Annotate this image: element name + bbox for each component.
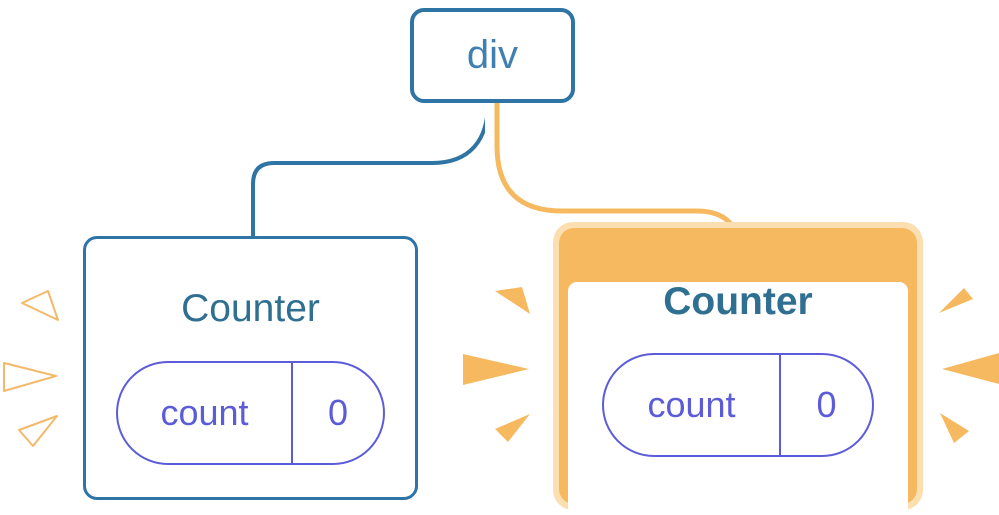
root-node-label: div: [466, 33, 519, 77]
state-pill: count 0: [116, 361, 385, 465]
spark-icon: [18, 415, 58, 447]
card-title: Counter: [181, 287, 320, 330]
highlight-ring: Counter count 0: [559, 228, 917, 515]
spark-icon: [463, 354, 529, 385]
state-value: 0: [816, 384, 837, 425]
counter-card-left: Counter count 0: [83, 236, 418, 500]
state-pill: count 0: [602, 353, 874, 457]
spark-burst-orange-right-icon: [939, 288, 999, 443]
spark-burst-orange-left-icon: [463, 287, 530, 442]
spark-icon: [21, 290, 59, 321]
spark-icon: [939, 288, 973, 313]
counter-card-right-highlight: Counter count 0: [553, 222, 923, 515]
spark-burst-white-icon: [3, 290, 59, 447]
spark-icon: [940, 413, 969, 443]
spark-icon: [495, 414, 530, 442]
card-title: Counter: [663, 280, 813, 323]
spark-icon: [495, 287, 530, 314]
state-value: 0: [327, 392, 349, 433]
state-key: count: [118, 363, 293, 463]
state-key: count: [604, 355, 781, 455]
spark-icon: [942, 353, 999, 384]
counter-card-right: Counter count 0: [568, 282, 908, 515]
root-node-div: div: [410, 8, 575, 103]
connector-left-edge: [251, 102, 490, 242]
spark-icon: [3, 362, 57, 392]
